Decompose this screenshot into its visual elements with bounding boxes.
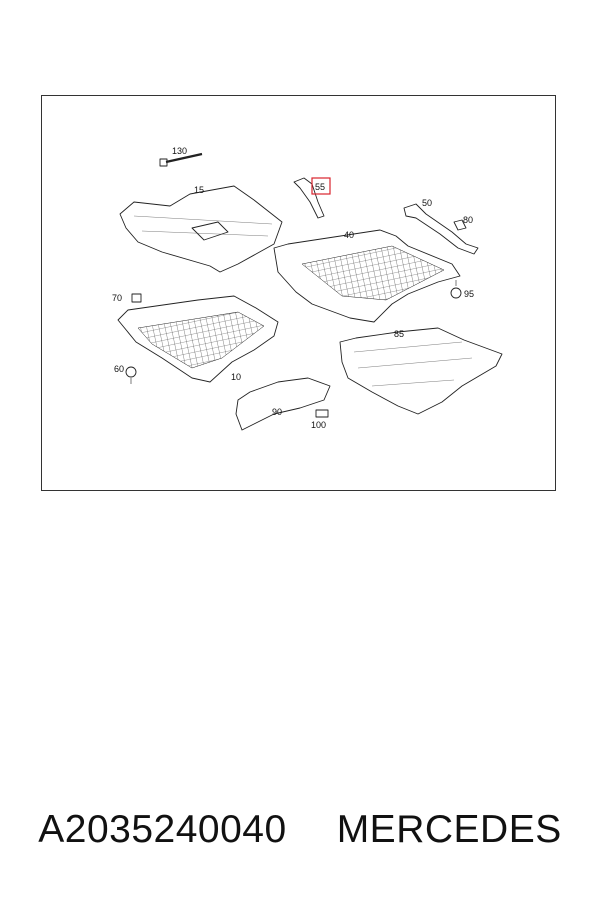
callout-130: 130	[172, 146, 187, 156]
bracket-50: 50	[403, 198, 479, 255]
callout-50: 50	[422, 198, 432, 208]
callout-70: 70	[112, 293, 122, 303]
callout-95: 95	[464, 289, 474, 299]
screw-60: 60	[114, 364, 137, 384]
bracket-55: 55	[293, 177, 331, 219]
bolt-130: 130	[159, 146, 203, 167]
panel-10: 10	[117, 295, 279, 383]
clip-80: 80	[453, 215, 473, 231]
screw-95: 95	[450, 280, 474, 299]
callout-15: 15	[194, 185, 204, 195]
part-caption: A2035240040 MERCEDES	[0, 800, 600, 860]
panel-15: 15	[119, 185, 283, 273]
panel-40: 40	[273, 229, 461, 323]
callout-100: 100	[311, 420, 326, 430]
callout-85: 85	[394, 329, 404, 339]
part-number: A2035240040	[38, 808, 287, 851]
highlight-box	[311, 177, 331, 195]
callout-55: 55	[315, 182, 325, 192]
callout-60: 60	[114, 364, 124, 374]
callout-10: 10	[231, 372, 241, 382]
nut-70: 70	[112, 293, 142, 303]
trim-90: 90	[235, 377, 331, 431]
panel-85: 85	[339, 327, 503, 415]
parts-diagram: 130 15 55 40 50 80	[112, 146, 503, 431]
callout-80: 80	[463, 215, 473, 225]
brand-name: MERCEDES	[336, 808, 562, 851]
callout-40: 40	[344, 230, 354, 240]
callout-90: 90	[272, 407, 282, 417]
parts-diagram-frame: 130 15 55 40 50 80	[41, 95, 556, 491]
clip-100: 100	[311, 409, 329, 430]
